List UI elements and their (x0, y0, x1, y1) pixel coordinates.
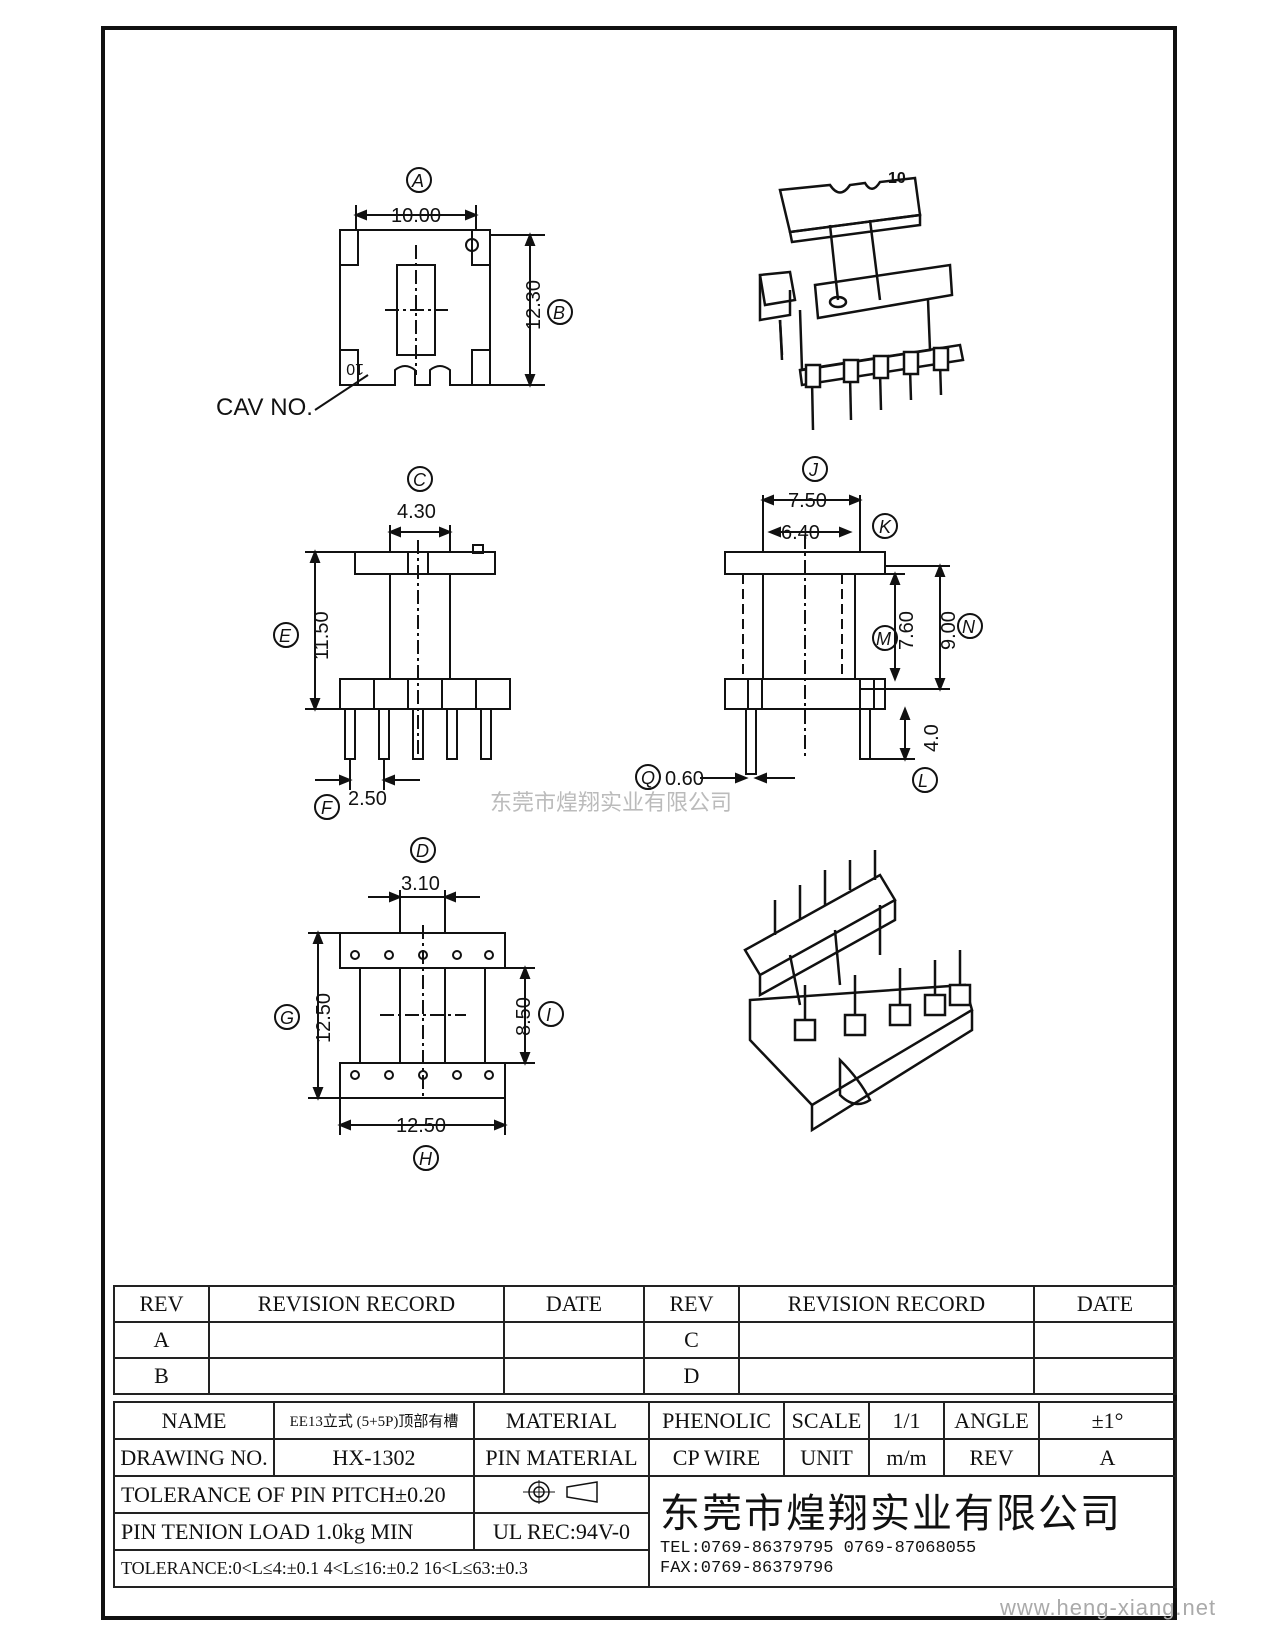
company-fax: FAX:0769-86379796 (660, 1559, 834, 1578)
side-dim-q: 0.60 (665, 768, 704, 790)
tolerance-range: TOLERANCE:0<L≤4:±0.1 4<L≤16:±0.2 16<L≤63… (113, 1549, 650, 1588)
unit-label: UNIT (783, 1438, 870, 1477)
rev-cell: D (643, 1357, 740, 1395)
side-view (635, 456, 983, 793)
bottom-dim-h: 12.50 (396, 1115, 446, 1137)
side-label-l: L (918, 771, 928, 791)
revision-row: A C (113, 1321, 1177, 1359)
front-view (273, 466, 511, 820)
date-cell (503, 1321, 645, 1359)
title-table: NAME EE13立式 (5+5P)顶部有槽 MATERIAL PHENOLIC… (113, 1401, 1177, 1588)
front-label-e: E (279, 626, 292, 646)
revision-record-cell (208, 1321, 505, 1359)
drawing-no-value: HX-1302 (273, 1438, 475, 1477)
revision-record-header: REVISION RECORD (738, 1285, 1035, 1323)
front-dim-f: 2.50 (348, 788, 387, 810)
cav-mark: 10 (346, 360, 364, 377)
top-label-a: A (411, 171, 424, 191)
top-label-b: B (553, 303, 565, 323)
front-label-c: C (413, 470, 427, 490)
rev-value: A (1038, 1438, 1177, 1477)
pin-material-label: PIN MATERIAL (473, 1438, 650, 1477)
date-cell (503, 1357, 645, 1395)
bottom-label-h: H (419, 1149, 433, 1169)
rev-cell: B (113, 1357, 210, 1395)
side-label-k: K (879, 517, 892, 537)
name-value: EE13立式 (5+5P)顶部有槽 (273, 1401, 475, 1440)
top-dim-a: 10.00 (391, 205, 441, 227)
projection-symbol (473, 1475, 650, 1514)
date-header: DATE (1033, 1285, 1177, 1323)
name-label: NAME (113, 1401, 275, 1440)
front-label-f: F (321, 798, 333, 818)
angle-label: ANGLE (943, 1401, 1040, 1440)
company-block: 东莞市煌翔实业有限公司 TEL:0769-86379795 0769-87068… (648, 1475, 1177, 1588)
revision-header-row: REV REVISION RECORD DATE REV REVISION RE… (113, 1285, 1177, 1323)
side-dim-m: 7.60 (896, 611, 918, 650)
side-label-m: M (876, 629, 891, 649)
angle-value: ±1° (1038, 1401, 1177, 1440)
unit-value: m/m (868, 1438, 945, 1477)
front-dim-e: 11.50 (311, 611, 333, 660)
front-dim-c: 4.30 (397, 501, 436, 523)
rev-cell: C (643, 1321, 740, 1359)
side-label-n: N (962, 617, 976, 637)
revision-record-cell (738, 1321, 1035, 1359)
revision-record-header: REVISION RECORD (208, 1285, 505, 1323)
pin-tension-load: PIN TENION LOAD 1.0kg MIN (113, 1512, 475, 1551)
bottom-label-i: I (546, 1005, 551, 1025)
bottom-dim-i: 8.50 (513, 997, 535, 1036)
revision-row: B D (113, 1357, 1177, 1395)
company-tel: TEL:0769-86379795 0769-87068055 (660, 1539, 977, 1558)
bottom-dim-g: 12.50 (313, 993, 335, 1043)
iso-cav-mark: 10 (888, 170, 906, 187)
side-dim-j: 7.50 (788, 490, 827, 512)
side-dim-k: 6.40 (781, 522, 820, 544)
iso-bottom-view (743, 850, 974, 1133)
iso-top-view (758, 176, 965, 431)
rev-cell: A (113, 1321, 210, 1359)
projection-icon (522, 1479, 598, 1504)
center-watermark: 东莞市煌翔实业有限公司 (490, 790, 733, 815)
top-view (314, 167, 573, 411)
date-cell (1033, 1357, 1177, 1395)
date-header: DATE (503, 1285, 645, 1323)
bottom-view (274, 837, 564, 1171)
side-label-q: Q (641, 768, 655, 788)
scale-value: 1/1 (868, 1401, 945, 1440)
revision-record-cell (738, 1357, 1035, 1395)
top-dim-b: 12.30 (523, 280, 545, 330)
bottom-label-d: D (416, 841, 429, 861)
rev-label: REV (943, 1438, 1040, 1477)
bottom-dim-d: 3.10 (401, 873, 440, 895)
title-block: REV REVISION RECORD DATE REV REVISION RE… (113, 1285, 1177, 1605)
rev-header: REV (113, 1285, 210, 1323)
drawing-no-label: DRAWING NO. (113, 1438, 275, 1477)
revision-record-cell (208, 1357, 505, 1395)
bottom-label-g: G (280, 1008, 294, 1028)
rev-header: REV (643, 1285, 740, 1323)
revision-table: REV REVISION RECORD DATE REV REVISION RE… (113, 1285, 1177, 1395)
side-dim-n: 9.00 (938, 611, 960, 650)
date-cell (1033, 1321, 1177, 1359)
pin-material-value: CP WIRE (648, 1438, 785, 1477)
scale-label: SCALE (783, 1401, 870, 1440)
material-value: PHENOLIC (648, 1401, 785, 1440)
drawing-border (101, 26, 1177, 1620)
cav-label: CAV NO. (216, 394, 313, 421)
ul-rec: UL REC:94V-0 (473, 1512, 650, 1551)
material-label: MATERIAL (473, 1401, 650, 1440)
company-name: 东莞市煌翔实业有限公司 (660, 1491, 1122, 1537)
site-watermark: www.heng-xiang.net (1000, 1595, 1217, 1620)
tolerance-pin-pitch: TOLERANCE OF PIN PITCH±0.20 (113, 1475, 475, 1514)
side-label-j: J (808, 460, 819, 480)
side-dim-l: 4.0 (921, 724, 943, 752)
